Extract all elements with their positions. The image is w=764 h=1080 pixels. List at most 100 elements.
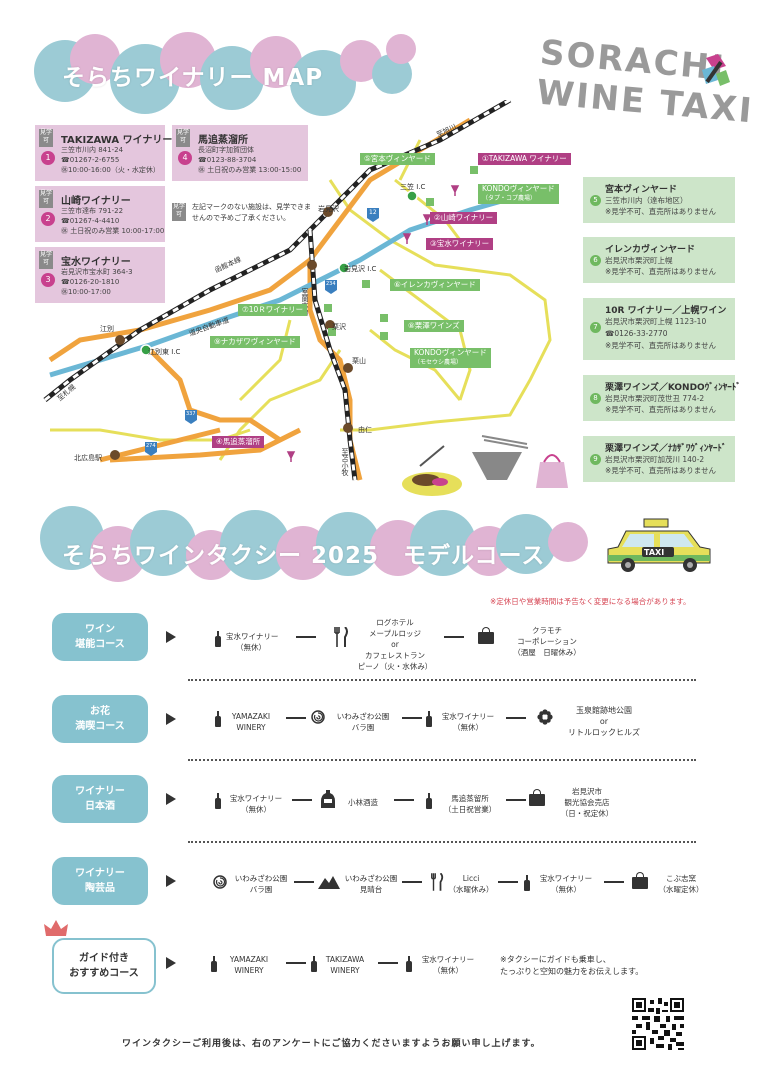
course-arrow-icon: [166, 875, 176, 887]
stop-line: バラ園: [351, 723, 375, 732]
winery-address: 岩見沢市栗沢町上幌: [605, 256, 673, 265]
bottle-icon: [215, 793, 221, 809]
course-pottery: ワイナリー 陶芸品: [52, 857, 148, 905]
wine-bottle-logo-icon: [702, 54, 730, 86]
stop-line: いわみざわ公園: [344, 874, 398, 883]
bottle-icon: [406, 956, 412, 972]
winery-card-miyamoto: 5 宮本ヴィンヤード 三笠市川内（達布地区） ※見学不可、直売所はありません: [583, 177, 735, 223]
winery-address: 三笠市川内（達布地区）: [605, 196, 688, 205]
winery-name: 馬追蒸溜所: [198, 135, 248, 146]
winery-name: 宮本ヴィンヤード: [605, 185, 678, 195]
winery-card-nakazawa: 9 栗澤ワインズ／ﾅｶｻﾞﾜｳﾞｨﾝﾔｰﾄﾞ 岩見沢市栗沢町加茂川 140-2 …: [583, 436, 735, 482]
stop-kobushigama: こぶ志窯 （水曜定休）: [656, 873, 706, 895]
bag-icon: [632, 872, 648, 889]
kondo-tapkop-sub: （タプ・コプ農場）: [482, 195, 537, 202]
course-connector: [506, 717, 526, 719]
route-12: 12: [369, 209, 377, 216]
mikasa-ic-label: 三笠 I.C: [400, 183, 426, 191]
kurisawa-label: 栗沢: [332, 323, 346, 331]
stop-line: いわみざわ公園: [336, 712, 390, 721]
stop-line: メープルロッジ: [368, 629, 422, 638]
map-note: 左記マークのない施設は、見学できませんので予めご了承ください。: [192, 203, 311, 222]
course-title: そらちワインタクシー 2025 モデルコース: [62, 543, 546, 569]
sake-icon: [321, 790, 335, 808]
bottle-icon: [215, 631, 221, 647]
winery-note: ※見学不可、直売所はありません: [605, 207, 717, 216]
taxi-sign: TAXI: [644, 548, 665, 557]
course-connector: [286, 717, 306, 719]
map-label-nakazawa: ⑨ナカザワヴィンヤード: [210, 336, 300, 348]
winery-card-10r: 7 10R ワイナリー／上幌ワイン 岩見沢市栗沢町上幌 1123-10 ☎012…: [583, 298, 735, 360]
yuni-label: 由仁: [358, 426, 372, 434]
winery-card-umaoi: 見学可 4 馬追蒸溜所 長沼町字加賀団体 ☎0123-88-3704 ㊡ 土日祝…: [172, 125, 308, 181]
stop-line: 馬追蒸留所: [451, 794, 489, 803]
stop-line: クラモチ: [532, 626, 562, 635]
stop-line: バラ園: [249, 885, 273, 894]
winery-tel: ☎0126-33-2770: [605, 329, 668, 338]
notice-text: ※定休日や営業時間は予告なく変更になる場合があります。: [490, 597, 691, 606]
food-illustration-icon: [402, 435, 568, 496]
winery-hours: ㊡10:00-17:00: [61, 288, 111, 296]
course-flower: お花 満喫コース: [52, 695, 148, 743]
winery-address: 三笠市川内 841-24: [61, 146, 124, 154]
stop-line: （日・祝定休）: [560, 809, 614, 818]
stop-kobayashi: 小林酒造: [348, 798, 378, 807]
stop-line: 岩見沢市: [572, 787, 602, 796]
course-guided: ガイド付き おすすめコース: [52, 938, 156, 994]
course-wine-tanno: ワイン 堪能コース: [52, 613, 148, 661]
winery-number: 5: [590, 195, 601, 206]
winery-hours: ㊡ 土日祝のみ営業 13:00-15:00: [198, 166, 302, 174]
course-name-1: ワイン: [85, 624, 115, 635]
stop-line: （無休）: [453, 723, 483, 732]
winery-name: TAKIZAWA ワイナリー: [61, 135, 173, 146]
map-note-badge: 見学可: [172, 203, 186, 221]
qr-code[interactable]: [632, 998, 684, 1050]
stop-line: YAMAZAKI: [231, 712, 271, 721]
course-connector: [378, 962, 398, 964]
kondo-moseushi-sub: （モセウシ農場）: [414, 359, 463, 366]
stop-line: カフェレストラン: [365, 651, 425, 660]
stop-licci: Licci （水曜休み）: [446, 873, 496, 895]
course-name-1: ワイナリー: [75, 868, 125, 879]
winery-name: イレンカヴィンヤード: [605, 245, 696, 255]
iwamizawa-label: 岩見沢: [318, 205, 339, 213]
course-connector: [506, 799, 526, 801]
stop-line: Licci: [462, 874, 480, 883]
ebetsu-higashi-ic-label: 江別東 I.C: [148, 348, 181, 356]
stop-line: （無休）: [551, 885, 581, 894]
course-arrow-icon: [166, 957, 176, 969]
winery-note: ※見学不可、直売所はありません: [605, 267, 717, 276]
bottle-icon: [426, 793, 432, 809]
winery-address: 岩見沢市宝水町 364-3: [61, 268, 133, 276]
muroran-line-label: 室蘭本線: [301, 288, 309, 316]
kondo-tapkop-name: KONDOヴィンヤード: [482, 184, 555, 193]
divider: [188, 841, 696, 843]
winery-address: 岩見沢市栗沢町茂世丑 774-2: [605, 394, 705, 403]
map-label-umaoi: ④馬追蒸溜所: [212, 436, 265, 448]
stop-line: 見晴台: [359, 885, 383, 894]
ebetsu-label: 江別: [100, 325, 114, 333]
stop-line: （無休）: [241, 805, 271, 814]
bag-icon: [478, 627, 494, 644]
stop-yamazaki: YAMAZAKI WINERY: [226, 711, 276, 733]
stop-line: リトルロックヒルズ: [568, 728, 640, 737]
stop-hosui: 宝水ワイナリー （無休）: [226, 793, 286, 815]
winery-card-yamazaki: 見学可 2 山崎ワイナリー 三笠市達布 791-22 ☎01267-4-4410…: [35, 186, 165, 242]
guide-note-line: ※タクシーにガイドも乗車し、: [500, 955, 611, 964]
stop-kanko-kyokai: 岩見沢市 観光協会売店 （日・祝定休）: [552, 786, 622, 819]
stop-takizawa: TAKIZAWA WINERY: [320, 954, 370, 976]
course-name-2: 満喫コース: [75, 721, 125, 732]
course-connector: [286, 962, 306, 964]
stop-line: 玉泉館跡地公園: [576, 706, 632, 715]
winery-address: 三笠市達布 791-22: [61, 207, 124, 215]
winery-number: 7: [590, 322, 601, 333]
stop-line: WINERY: [234, 966, 264, 975]
winery-address: 岩見沢市栗沢町加茂川 140-2: [605, 455, 705, 464]
kuriyama-label: 栗山: [352, 357, 366, 365]
course-connector: [294, 881, 314, 883]
winery-note: ※見学不可、直売所はありません: [605, 405, 717, 414]
crown-icon: [44, 920, 68, 936]
winery-number: 6: [590, 255, 601, 266]
map-label-kurisawa-wines: ⑧栗澤ワインズ: [404, 320, 464, 332]
winery-card-hosui: 見学可 3 宝水ワイナリー 岩見沢市宝水町 364-3 ☎0126-20-181…: [35, 247, 165, 303]
